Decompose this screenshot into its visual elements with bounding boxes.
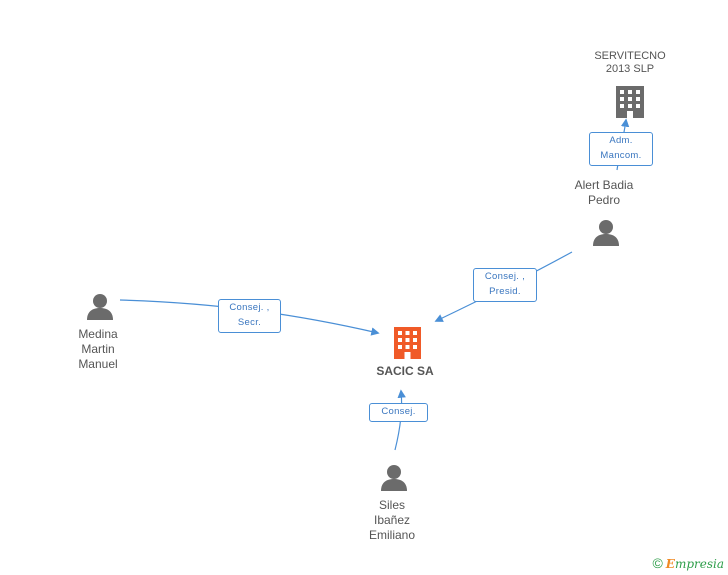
center-company-building-icon[interactable] (394, 327, 421, 359)
footer-brand[interactable]: ©Empresia (652, 555, 724, 571)
person-icon-siles[interactable] (381, 465, 407, 491)
person-name-medina[interactable]: Medina Martin Manuel (78, 327, 118, 371)
relation-badge-consej-secr: Consej. , Secr. (218, 299, 281, 333)
relation-badge-consej: Consej. (369, 403, 428, 422)
person-icon-alert[interactable] (593, 220, 619, 246)
person-name-alert[interactable]: Alert Badia Pedro (574, 178, 634, 207)
center-company-name[interactable]: SACIC SA (376, 364, 434, 378)
copyright-icon: © (652, 555, 663, 571)
person-name-siles[interactable]: Siles Ibañez Emiliano (368, 498, 416, 542)
company-building-icon[interactable] (616, 86, 644, 118)
relation-badge-consej-presid: Consej. , Presid. (473, 268, 537, 302)
company-name-servitecno[interactable]: SERVITECNO 2013 SLP (594, 50, 666, 75)
person-icon-medina[interactable] (87, 294, 113, 320)
brand-logo: Empresia (665, 557, 724, 571)
relation-badge-adm-mancom: Adm. Mancom. (589, 132, 653, 166)
